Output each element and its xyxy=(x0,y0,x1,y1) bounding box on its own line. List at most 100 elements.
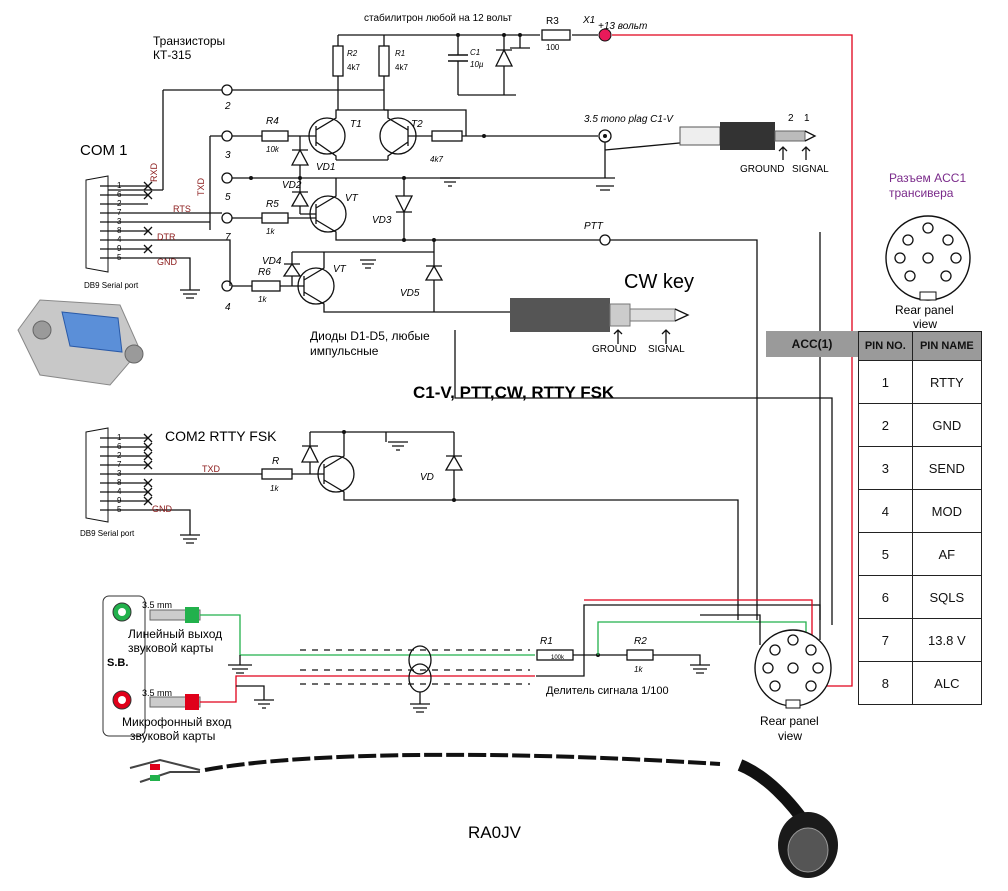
db9-label-1: DB9 Serial port xyxy=(84,281,139,290)
ground-label-2: GROUND xyxy=(592,344,636,355)
pin-no: 3 xyxy=(858,446,913,490)
rear-panel-2-line1: Rear panel xyxy=(760,714,819,728)
cw-plug-body xyxy=(510,298,610,332)
r1-value: 4k7 xyxy=(395,63,408,72)
line-out-green-wire xyxy=(200,614,535,656)
terminal-4-label: 4 xyxy=(225,302,231,313)
mic-plug-red xyxy=(185,694,199,710)
ground-line-out xyxy=(228,655,252,674)
mono-plug-ground xyxy=(596,141,691,191)
plus13-label: +13 вольт xyxy=(598,21,647,32)
ptt-label: PTT xyxy=(584,221,604,232)
r2-value: 4k7 xyxy=(347,63,360,72)
pin-name: RTTY xyxy=(911,360,983,404)
terminal-3[interactable] xyxy=(221,130,233,142)
vd2-label: VD2 xyxy=(282,180,302,191)
pin-no: 2 xyxy=(858,403,913,447)
terminal-2-label: 2 xyxy=(224,101,231,112)
cable-plugs-photo xyxy=(129,758,201,783)
com2-label: COM2 RTTY FSK xyxy=(165,428,277,444)
pin-name: GND xyxy=(911,403,983,447)
r2-bottom-value: 1k xyxy=(634,665,643,674)
resistor-r2 xyxy=(332,45,344,77)
mm2-label: 3.5 mm xyxy=(142,688,172,698)
pin-no: 4 xyxy=(858,489,913,533)
line-out-label-1: Линейный выход xyxy=(128,627,222,641)
ptt-wire xyxy=(610,239,758,620)
rear-panel-1-line1: Rear panel xyxy=(895,303,954,317)
transistors-label-2: КТ-315 xyxy=(153,48,192,62)
wire-cw-to-acc xyxy=(454,330,833,625)
coax-shield-1 xyxy=(408,645,432,675)
diode-vd2 xyxy=(290,178,310,214)
gnd2-label: GND xyxy=(152,504,173,514)
terminal-5-label: 5 xyxy=(225,192,231,203)
pin-name: ALC xyxy=(911,661,983,705)
r3-label: R3 xyxy=(546,16,559,27)
pin-name: SEND xyxy=(911,446,983,490)
audio-cable xyxy=(204,752,721,772)
diode-vd4 xyxy=(282,252,302,286)
zener-diode xyxy=(494,48,514,67)
r1-bottom-label: R1 xyxy=(540,636,553,647)
t1-label: T1 xyxy=(350,119,362,130)
diodes-label-1: Диоды D1-D5, любые xyxy=(310,329,430,343)
vt1-label: VT xyxy=(345,193,359,204)
db9-connector-2 xyxy=(85,427,109,523)
mm1-label: 3.5 mm xyxy=(142,600,172,610)
rxd-label: RXD xyxy=(149,162,159,182)
pin-no: 1 xyxy=(858,360,913,404)
vd1-label: VD1 xyxy=(316,162,335,173)
r1-label: R1 xyxy=(395,49,405,58)
gnd1-label: GND xyxy=(157,257,178,267)
cw-key-label: CW key xyxy=(624,271,694,293)
resistor-r2-bottom xyxy=(626,649,654,661)
ptt-terminal[interactable] xyxy=(599,234,611,246)
vd5-wires xyxy=(292,240,435,312)
mic-in-label-2: звуковой карты xyxy=(130,729,215,743)
collector-bus xyxy=(338,109,467,136)
din-bottom-pins xyxy=(762,634,824,692)
t2-leads xyxy=(384,109,432,160)
divider-green-wire xyxy=(597,621,807,655)
terminal-5[interactable] xyxy=(221,172,233,184)
resistor-r1 xyxy=(378,45,390,77)
photo-green-plug xyxy=(150,775,160,781)
pin-no: 8 xyxy=(858,661,913,705)
mic-in-label-1: Микрофонный вход xyxy=(122,715,231,729)
r2-bottom-label: R2 xyxy=(634,636,647,647)
vd3-label: VD3 xyxy=(372,215,392,226)
terminal-2[interactable] xyxy=(221,84,233,96)
pin-no: 7 xyxy=(858,618,913,662)
terminal-7-label: 7 xyxy=(225,232,231,243)
mono-plug-label: 3.5 mono plag C1-V xyxy=(584,114,674,125)
c1-value: 10µ xyxy=(470,60,484,69)
resistor-r-fsk xyxy=(261,468,293,480)
pin-no: 5 xyxy=(858,532,913,576)
col-pin-no: PIN NO. xyxy=(858,331,913,361)
red-acc-wire xyxy=(584,599,813,640)
power-wire-red xyxy=(612,34,853,687)
diode-vd1 xyxy=(290,136,310,178)
capacitor-c1 xyxy=(448,54,468,62)
terminal-7[interactable] xyxy=(221,212,233,224)
vt2-leads xyxy=(296,252,510,313)
r3-value: 100 xyxy=(546,43,560,52)
sb-label: S.B. xyxy=(107,657,128,669)
wire-pin2 xyxy=(162,89,222,190)
rear-panel-2-line2: view xyxy=(778,729,802,743)
db9-label-2: DB9 Serial port xyxy=(80,529,135,538)
c1-zener-wires xyxy=(457,35,516,96)
x1-terminal[interactable] xyxy=(598,28,612,42)
acc-table-header: ACC(1) xyxy=(766,331,858,357)
fsk-diode xyxy=(300,431,454,474)
db9-1-nc-marks xyxy=(143,181,153,254)
signal-label-2: SIGNAL xyxy=(648,344,685,355)
resistor-4k7 xyxy=(431,130,463,142)
